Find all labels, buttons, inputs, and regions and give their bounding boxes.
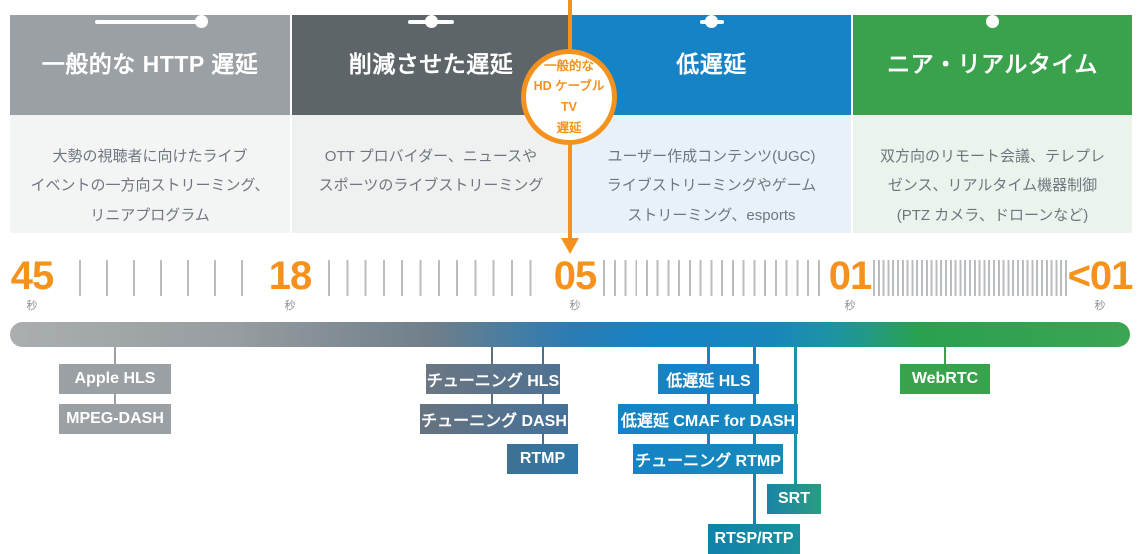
connector-rtmp bbox=[542, 347, 544, 449]
protocol-low-latency-cmaf: 低遅延 CMAF for DASH bbox=[618, 404, 798, 434]
protocol-mpeg-dash: MPEG-DASH bbox=[59, 404, 171, 434]
column-title: 低遅延 bbox=[676, 51, 747, 77]
column-near-realtime-header: ニア・リアルタイム bbox=[853, 15, 1132, 115]
slider-high-latency-icon bbox=[95, 15, 208, 28]
protocol-webrtc: WebRTC bbox=[900, 364, 990, 394]
column-low-latency-header: 低遅延 bbox=[572, 15, 851, 115]
marker-sub01s: <01 秒 bbox=[1067, 254, 1134, 312]
connector-rtsp bbox=[753, 347, 756, 529]
column-http-latency-header: 一般的な HTTP 遅延 bbox=[10, 15, 290, 115]
slider-realtime-icon bbox=[986, 15, 999, 28]
marker-45s: 45 秒 bbox=[10, 254, 54, 312]
slider-medium-latency-icon bbox=[408, 15, 454, 28]
connector-webrtc bbox=[944, 347, 946, 367]
tick-group-05-01 bbox=[603, 260, 821, 296]
latency-gradient-bar bbox=[10, 322, 1130, 347]
column-description: ユーザー作成コンテンツ(UGC) ライブストリーミングやゲーム ストリーミング、… bbox=[572, 115, 851, 233]
column-reduced-latency-header: 削減させた遅延 bbox=[292, 15, 570, 115]
marker-18s: 18 秒 bbox=[268, 254, 312, 312]
column-description: OTT プロバイダー、ニュースや スポーツのライブストリーミング bbox=[292, 115, 570, 233]
column-description: 双方向のリモート会議、テレプレ ゼンス、リアルタイム機器制御 (PTZ カメラ、… bbox=[853, 115, 1132, 233]
column-low-latency: 低遅延 ユーザー作成コンテンツ(UGC) ライブストリーミングやゲーム ストリー… bbox=[572, 0, 851, 233]
column-near-realtime: ニア・リアルタイム 双方向のリモート会議、テレプレ ゼンス、リアルタイム機器制御… bbox=[853, 0, 1132, 233]
cable-tv-latency-badge: 一般的な HD ケーブル TV 遅延 bbox=[521, 49, 617, 145]
protocol-apple-hls: Apple HLS bbox=[59, 364, 171, 394]
connector-lowlatency-group bbox=[707, 347, 710, 449]
tick-group-01-sub1 bbox=[873, 260, 1068, 296]
tick-group-45-18 bbox=[79, 260, 245, 296]
protocol-tuned-hls: チューニング HLS bbox=[426, 364, 560, 394]
column-http-latency: 一般的な HTTP 遅延 大勢の視聴者に向けたライブ イベントの一方向ストリーミ… bbox=[10, 0, 290, 233]
protocol-tuned-dash: チューニング DASH bbox=[420, 404, 568, 434]
down-arrow-icon bbox=[561, 238, 579, 254]
slider-low-latency-icon bbox=[699, 15, 724, 28]
column-reduced-latency: 削減させた遅延 OTT プロバイダー、ニュースや スポーツのライブストリーミング bbox=[292, 0, 570, 233]
column-description: 大勢の視聴者に向けたライブ イベントの一方向ストリーミング、 リニアプログラム bbox=[10, 115, 290, 233]
protocol-rtmp: RTMP bbox=[507, 444, 578, 474]
column-title: 一般的な HTTP 遅延 bbox=[41, 51, 259, 77]
marker-01s: 01 秒 bbox=[828, 254, 872, 312]
column-title: 削減させた遅延 bbox=[348, 51, 514, 77]
column-title: ニア・リアルタイム bbox=[887, 51, 1098, 77]
protocol-rtsp-rtp: RTSP/RTP bbox=[708, 524, 800, 554]
protocol-low-latency-hls: 低遅延 HLS bbox=[658, 364, 759, 394]
marker-05s: 05 秒 bbox=[553, 254, 597, 312]
tick-group-18-05 bbox=[328, 260, 533, 296]
protocol-tuned-rtmp: チューニング RTMP bbox=[633, 444, 783, 474]
protocol-srt: SRT bbox=[767, 484, 821, 514]
